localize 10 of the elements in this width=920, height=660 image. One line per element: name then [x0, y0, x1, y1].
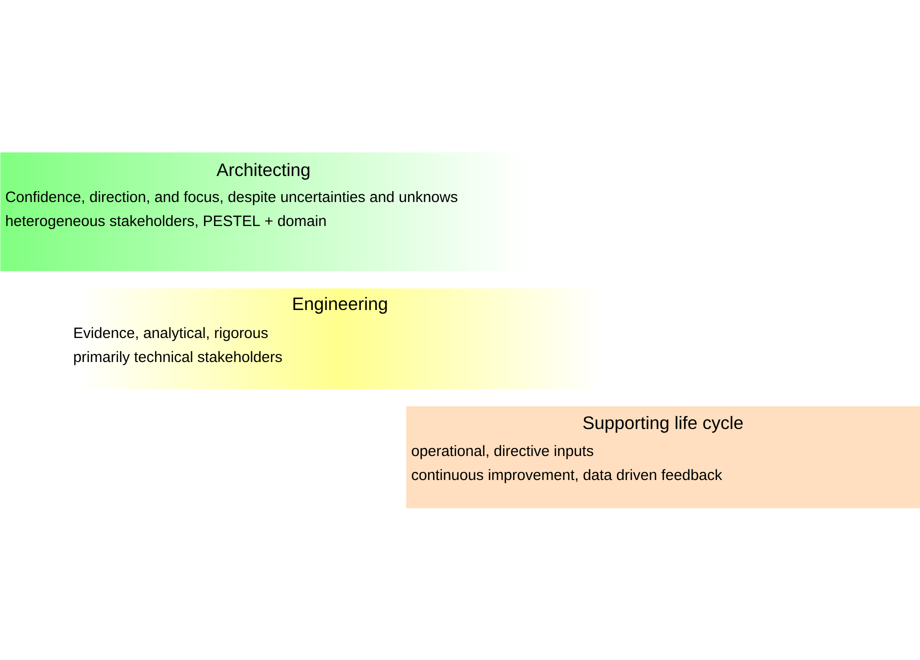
color-band [406, 406, 920, 508]
band-heading: Architecting [216, 162, 310, 180]
band-heading: Engineering [293, 296, 387, 314]
band-text: primarily technical stakeholders [74, 351, 282, 366]
band-text: continuous improvement, data driven feedback [412, 469, 722, 484]
band-text: Evidence, analytical, rigorous [74, 327, 268, 342]
band-heading: Supporting life cycle [583, 416, 743, 433]
band-text: operational, directive inputs [412, 445, 594, 460]
band-text: Confidence, direction, and focus, despite uncertainties and unknows [6, 191, 458, 206]
band-text: heterogeneous stakeholders, PESTEL + domain [6, 215, 326, 230]
